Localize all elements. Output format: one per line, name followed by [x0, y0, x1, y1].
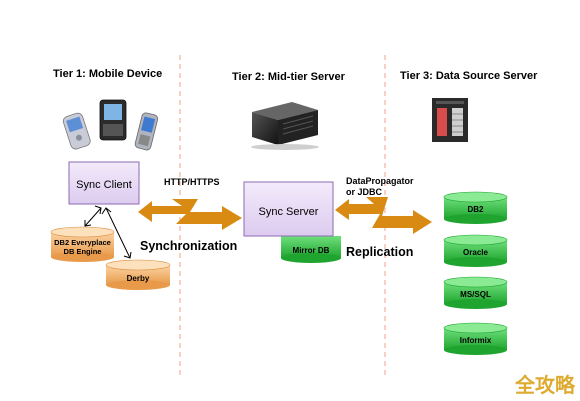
dataprop-label-line1: DataPropagator	[346, 176, 414, 186]
db2-everyplace-label-line2: DB Engine	[64, 247, 102, 256]
watermark-text: 全攻略	[514, 373, 576, 397]
db2-source-label: DB2	[467, 205, 484, 214]
dataprop-label-line2: or JDBC	[346, 187, 383, 197]
informix-source-label: Informix	[460, 336, 492, 345]
tier1-title: Tier 1: Mobile Device	[53, 68, 162, 80]
mirror-db-cylinder: Mirror DB	[281, 236, 341, 263]
mirror-db-label: Mirror DB	[293, 246, 330, 255]
derby-cylinder: Derby	[105, 259, 171, 290]
sync-server-label: Sync Server	[259, 206, 319, 218]
tier2-title: Tier 2: Mid-tier Server	[232, 71, 346, 83]
client-db-connector-arrows	[84, 205, 132, 259]
mssql-source-label: MS/SQL	[460, 290, 491, 299]
synchronization-arrow	[138, 199, 242, 230]
replication-arrow	[335, 197, 432, 234]
replication-label: Replication	[346, 245, 413, 259]
db2-source-cylinder: DB2	[443, 191, 508, 224]
oracle-source-label: Oracle	[463, 248, 488, 257]
derby-label: Derby	[127, 274, 150, 283]
db2-everyplace-cylinder: DB2 Everyplace DB Engine	[50, 226, 115, 262]
http-protocol-label: HTTP/HTTPS	[164, 177, 220, 187]
data-source-server-icon	[432, 98, 468, 142]
informix-source-cylinder: Informix	[443, 322, 508, 355]
synchronization-label: Synchronization	[140, 239, 237, 253]
sync-client-box: Sync Client	[68, 161, 140, 205]
mid-tier-server-icon	[251, 102, 319, 150]
sync-client-label: Sync Client	[76, 179, 132, 191]
tier3-title: Tier 3: Data Source Server	[400, 70, 538, 82]
mssql-source-cylinder: MS/SQL	[443, 276, 508, 309]
sync-server-box: Sync Server	[243, 181, 334, 237]
db2-everyplace-label-line1: DB2 Everyplace	[54, 238, 111, 247]
oracle-source-cylinder: Oracle	[443, 234, 508, 267]
mobile-devices-icon	[62, 99, 159, 151]
